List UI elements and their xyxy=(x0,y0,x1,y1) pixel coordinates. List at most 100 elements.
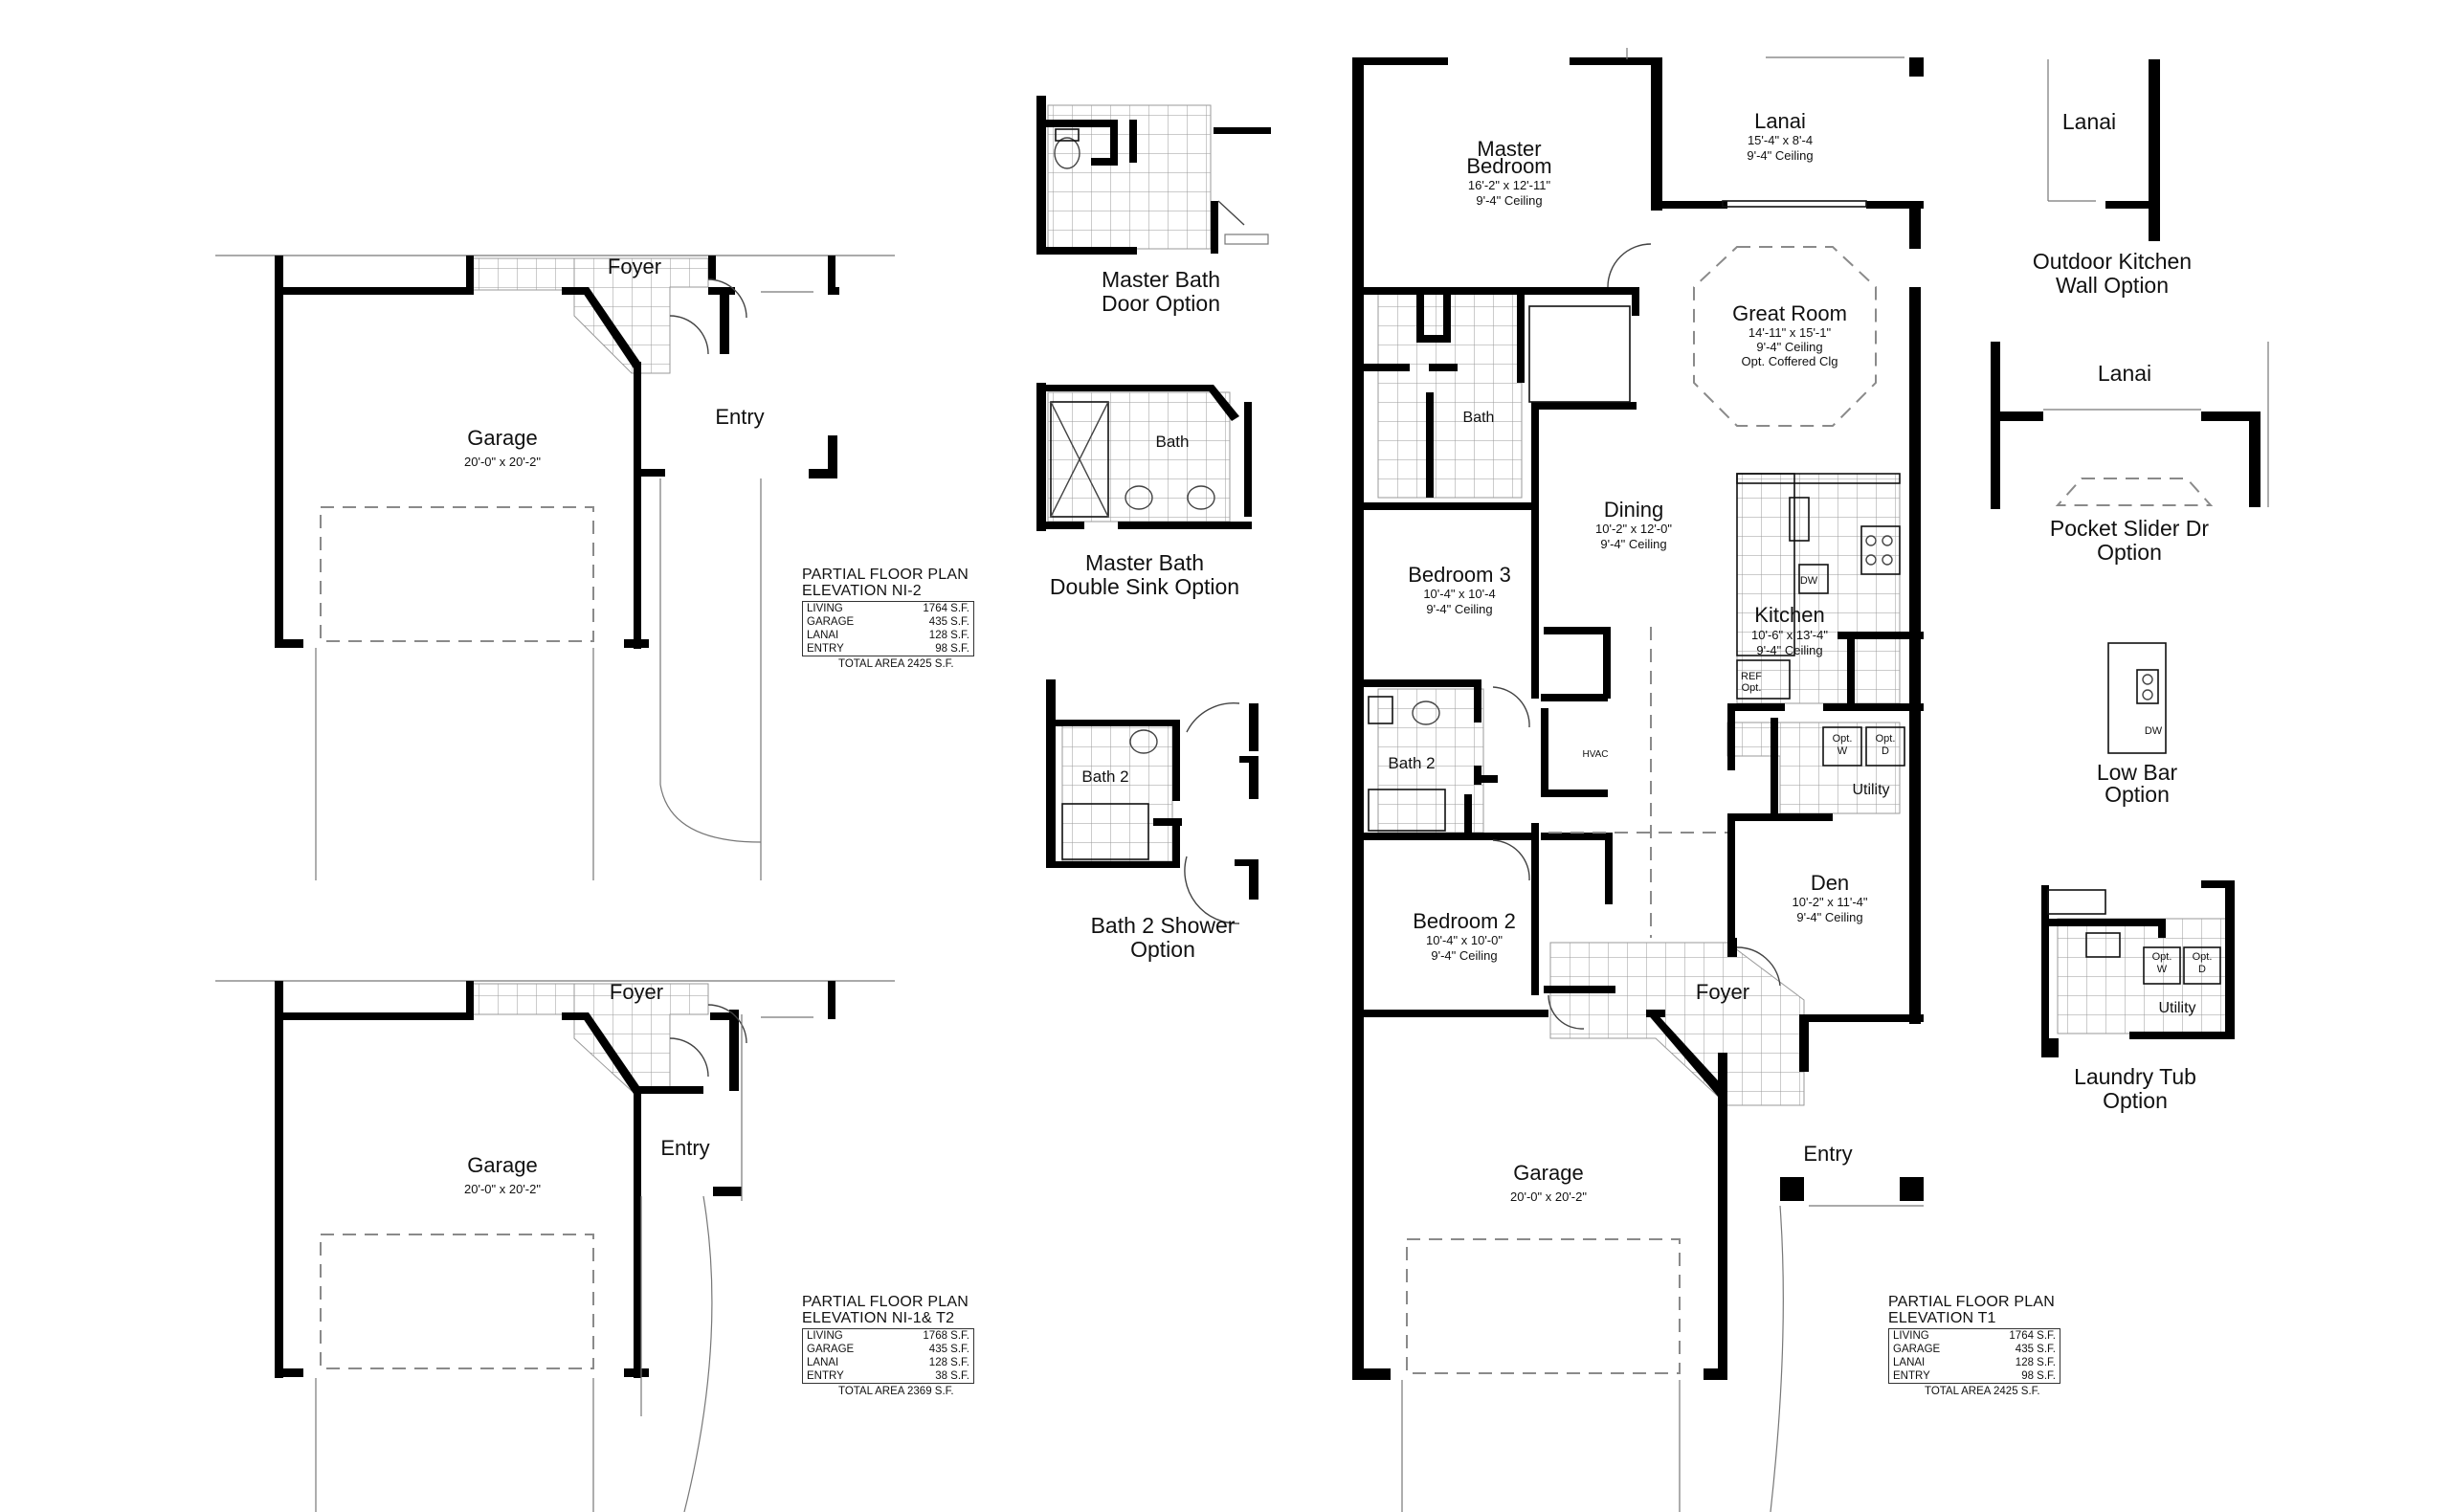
outdoor-kitchen-caption-2: Wall Option xyxy=(2056,273,2169,298)
main-floor-plan xyxy=(1352,48,1924,1512)
sf-table-ni1-t2: PARTIAL FLOOR PLAN ELEVATION NI-1& T2 LI… xyxy=(802,1294,974,1397)
table-row: LANAI 128 S.F. xyxy=(803,629,974,642)
table-row: GARAGE 435 S.F. xyxy=(1889,1343,2060,1356)
bath2-shower-caption-2: Option xyxy=(1130,937,1195,962)
low-bar-dw-label: DW xyxy=(2145,725,2163,737)
utility-washer-opt: Opt. xyxy=(1833,733,1853,745)
den-label: Den xyxy=(1811,871,1849,895)
low-bar-caption-1: Low Bar xyxy=(2097,760,2178,785)
hvac-label: HVAC xyxy=(1582,749,1608,760)
sf-value: 98 S.F. xyxy=(935,643,969,655)
sf-ni2-title-1: PARTIAL FLOOR PLAN xyxy=(802,567,969,583)
bath-label: Bath xyxy=(1463,410,1495,426)
bedroom2-label: Bedroom 2 xyxy=(1413,909,1516,933)
utility-dryer-opt: Opt. xyxy=(1876,733,1896,745)
den-dims: 10'-2" x 11'-4" xyxy=(1793,895,1868,909)
great-room-note: Opt. Coffered Clg xyxy=(1742,354,1838,368)
partial-plan-ni2 xyxy=(215,255,895,880)
outdoor-kitchen-caption-1: Outdoor Kitchen xyxy=(2033,249,2192,274)
sf-label: LANAI xyxy=(1893,1357,1926,1368)
table-row: LANAI 128 S.F. xyxy=(1889,1356,2060,1369)
sf-value: 38 S.F. xyxy=(935,1370,969,1382)
sf-value: 435 S.F. xyxy=(2015,1344,2056,1355)
table-row: LIVING 1764 S.F. xyxy=(803,602,974,616)
sf-label: GARAGE xyxy=(807,616,855,628)
lanai-dims: 15'-4" x 8'-4 xyxy=(1748,133,1813,147)
master-bedroom-label-2: Bedroom xyxy=(1466,154,1551,178)
table-row: GARAGE 435 S.F. xyxy=(803,615,974,629)
pocket-slider-caption-2: Option xyxy=(2097,540,2162,565)
dining-ceiling: 9'-4" Ceiling xyxy=(1600,537,1666,551)
sf-value: 1764 S.F. xyxy=(923,603,969,614)
table-row: ENTRY 98 S.F. xyxy=(1889,1369,2060,1384)
bath2-shower-room-label: Bath 2 xyxy=(1081,767,1128,786)
ni1-foyer-label: Foyer xyxy=(610,980,663,1004)
sf-value: 1764 S.F. xyxy=(2009,1330,2056,1342)
laundry-washer-opt: Opt. xyxy=(2152,951,2172,963)
table-row: ENTRY 38 S.F. xyxy=(803,1369,974,1384)
sf-value: 128 S.F. xyxy=(2015,1357,2056,1368)
sf-label: ENTRY xyxy=(807,643,844,655)
sf-ni2-total: TOTAL AREA 2425 S.F. xyxy=(838,658,954,670)
laundry-tub-caption-1: Laundry Tub xyxy=(2074,1064,2196,1089)
dining-label: Dining xyxy=(1604,498,1663,522)
sf-ni2-table: LIVING 1764 S.F. GARAGE 435 S.F. LANAI 128 … xyxy=(802,601,974,656)
bedroom2-dims: 10'-4" x 10'-0" xyxy=(1426,933,1503,947)
option-pocket-slider xyxy=(1991,342,2269,509)
sf-t1-title-1: PARTIAL FLOOR PLAN xyxy=(1888,1294,2056,1310)
sf-value: 128 S.F. xyxy=(928,630,969,641)
laundry-dryer: D xyxy=(2198,964,2206,975)
pocket-slider-lanai-label: Lanai xyxy=(2098,361,2151,386)
option-laundry-tub xyxy=(2041,880,2235,1057)
bedroom3-label: Bedroom 3 xyxy=(1408,563,1511,587)
utility-label: Utility xyxy=(1852,782,1889,798)
option-low-bar xyxy=(2107,642,2167,754)
ni1-entry-label: Entry xyxy=(660,1136,709,1160)
main-foyer-label: Foyer xyxy=(1696,980,1749,1004)
sf-label: GARAGE xyxy=(807,1344,855,1355)
sf-label: LIVING xyxy=(807,1330,843,1342)
sf-value: 98 S.F. xyxy=(2021,1370,2056,1382)
bath2-shower-caption-1: Bath 2 Shower xyxy=(1091,913,1236,938)
sf-value: 128 S.F. xyxy=(928,1357,969,1368)
sf-t1-title-2: ELEVATION T1 xyxy=(1888,1310,1996,1326)
bedroom3-dims: 10'-4" x 10'-4 xyxy=(1423,587,1495,601)
master-bedroom-ceiling: 9'-4" Ceiling xyxy=(1476,193,1542,208)
sf-table-ni2: PARTIAL FLOOR PLAN ELEVATION NI-2 LIVING… xyxy=(802,567,974,670)
sf-value: 435 S.F. xyxy=(928,1344,969,1355)
kitchen-dims: 10'-6" x 13'-4" xyxy=(1751,628,1828,642)
outdoor-kitchen-lanai-label: Lanai xyxy=(2062,109,2116,134)
laundry-washer: W xyxy=(2157,964,2168,975)
ni2-garage-dims: 20'-0" x 20'-2" xyxy=(464,455,541,469)
sf-value: 435 S.F. xyxy=(928,616,969,628)
sf-label: ENTRY xyxy=(807,1370,844,1382)
option-master-bath-door xyxy=(1036,96,1271,255)
sf-label: LANAI xyxy=(807,630,839,641)
great-room-ceiling: 9'-4" Ceiling xyxy=(1756,340,1822,354)
lanai-label: Lanai xyxy=(1754,109,1806,133)
utility-washer: W xyxy=(1838,745,1848,757)
option-outdoor-kitchen xyxy=(2047,59,2160,241)
sf-label: GARAGE xyxy=(1893,1344,1941,1355)
dining-dims: 10'-2" x 12'-0" xyxy=(1595,522,1672,536)
pocket-slider-caption-1: Pocket Slider Dr xyxy=(2050,516,2210,541)
sf-ni2-title-2: ELEVATION NI-2 xyxy=(802,583,922,599)
master-bath-door-caption-2: Door Option xyxy=(1102,291,1220,316)
sf-ni1-total: TOTAL AREA 2369 S.F. xyxy=(838,1386,954,1397)
great-room-dims: 14'-11" x 15'-1" xyxy=(1748,325,1832,340)
kitchen-label: Kitchen xyxy=(1754,603,1824,627)
option-master-bath-double-sink xyxy=(1036,383,1252,531)
sf-label: LIVING xyxy=(807,603,843,614)
ni1-garage-dims: 20'-0" x 20'-2" xyxy=(464,1182,541,1196)
table-row: GARAGE 435 S.F. xyxy=(803,1343,974,1356)
sf-label: ENTRY xyxy=(1893,1370,1930,1382)
kitchen-ref-opt-label: Opt. xyxy=(1742,682,1762,694)
sf-ni1-title-1: PARTIAL FLOOR PLAN xyxy=(802,1294,969,1310)
